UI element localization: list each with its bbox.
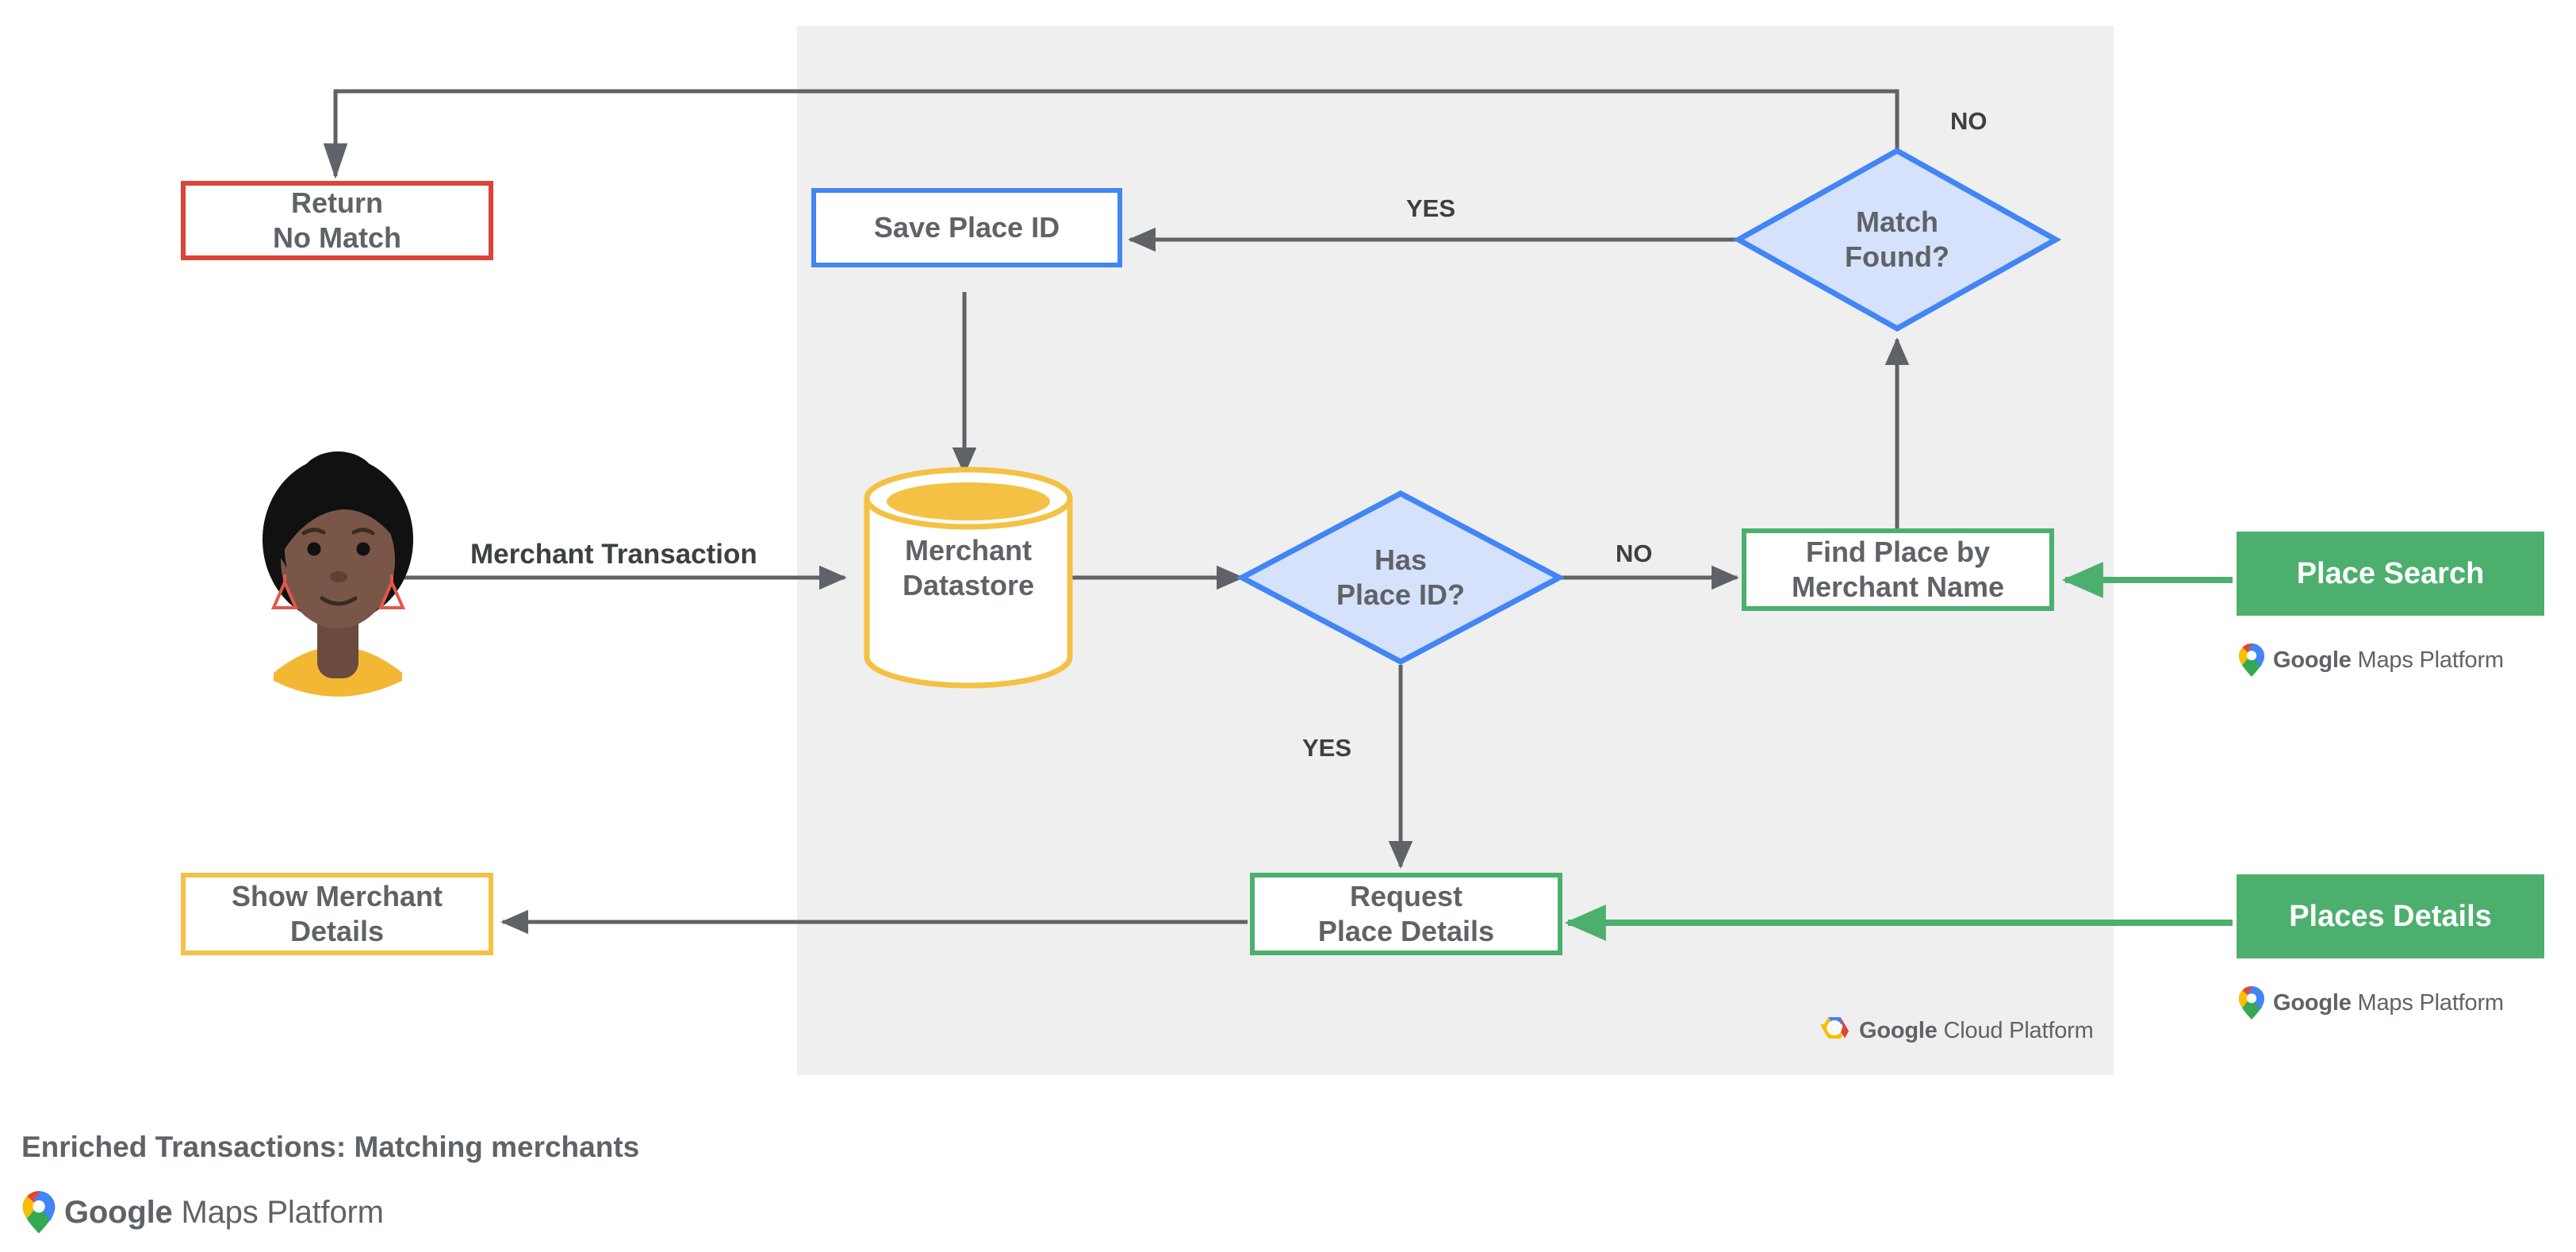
maps-logo-bold: Google (2273, 989, 2352, 1016)
maps-logo-place-search: Google Maps Platform (2238, 643, 2504, 678)
edge-label-merchant-transaction-text: Merchant Transaction (470, 539, 757, 570)
node-request-place-details[interactable]: Request Place Details (1250, 873, 1562, 955)
merchant-avatar-illustration (263, 451, 413, 697)
card-place-search-label: Place Search (2296, 556, 2485, 590)
maps-logo-bold: Google (2273, 647, 2352, 673)
google-maps-pin-icon (2239, 643, 2264, 677)
edge-label-merchant-transaction: Merchant Transaction (470, 539, 757, 570)
edge-label-yes-has-place-id-text: YES (1302, 734, 1352, 762)
gcp-logo-text: Google Cloud Platform (1859, 1018, 2094, 1044)
diagram-caption-title: Enriched Transactions: Matching merchant… (21, 1131, 639, 1164)
maps-logo-light: Maps Platform (2351, 989, 2505, 1016)
caption-logo-light: Maps Platform (172, 1194, 384, 1230)
cylinder-merchant-datastore (864, 467, 1073, 689)
gcp-logo-bold: Google (1859, 1017, 1938, 1043)
maps-logo-light: Maps Platform (2351, 647, 2505, 673)
edge-label-no-match-found: NO (1950, 107, 1988, 136)
google-maps-pin-icon (2239, 986, 2264, 1020)
node-find-place-label: Find Place by Merchant Name (1791, 536, 2005, 603)
gcp-logo-light: Cloud Platform (1937, 1017, 2094, 1043)
card-places-details-label: Places Details (2289, 899, 2492, 933)
caption-logo-bold: Google (64, 1194, 173, 1230)
node-find-place-by-merchant-name[interactable]: Find Place by Merchant Name (1742, 528, 2054, 611)
node-show-merchant-details-label: Show Merchant Details (231, 880, 443, 947)
edge-label-no-has-place-id: NO (1616, 540, 1653, 568)
card-places-details[interactable]: Places Details (2237, 874, 2544, 958)
google-cloud-hexagon-icon (1820, 1017, 1849, 1039)
caption-maps-logo-text: Google Maps Platform (64, 1195, 384, 1231)
maps-logo-places-details: Google Maps Platform (2238, 985, 2504, 1020)
node-request-place-details-label: Request Place Details (1317, 880, 1495, 947)
edge-label-no-match-found-text: NO (1950, 107, 1988, 135)
card-place-search[interactable]: Place Search (2237, 532, 2544, 616)
edge-label-yes-has-place-id: YES (1302, 734, 1351, 762)
caption-maps-logo: Google Maps Platform (21, 1190, 384, 1235)
edge-label-no-has-place-id-text: NO (1616, 540, 1653, 567)
google-maps-pin-icon (22, 1191, 56, 1234)
maps-logo-places-details-text: Google Maps Platform (2273, 990, 2504, 1016)
diamond-has-place-id (1236, 490, 1566, 665)
edge-label-yes-match-found: YES (1406, 194, 1455, 223)
caption-title-text: Enriched Transactions: Matching merchant… (21, 1131, 640, 1163)
edge-label-yes-match-found-text: YES (1406, 194, 1456, 222)
node-return-no-match-label: Return No Match (273, 186, 401, 254)
node-show-merchant-details[interactable]: Show Merchant Details (181, 873, 493, 955)
node-save-place-id[interactable]: Save Place ID (811, 188, 1122, 267)
edge-matchfound-no-to-returnnomatch (323, 89, 1899, 179)
maps-logo-place-search-text: Google Maps Platform (2273, 647, 2504, 674)
node-return-no-match[interactable]: Return No Match (181, 181, 493, 260)
diamond-match-found (1732, 147, 2062, 332)
gcp-logo: Google Cloud Platform (1818, 1016, 2094, 1046)
node-save-place-id-label: Save Place ID (873, 211, 1060, 244)
